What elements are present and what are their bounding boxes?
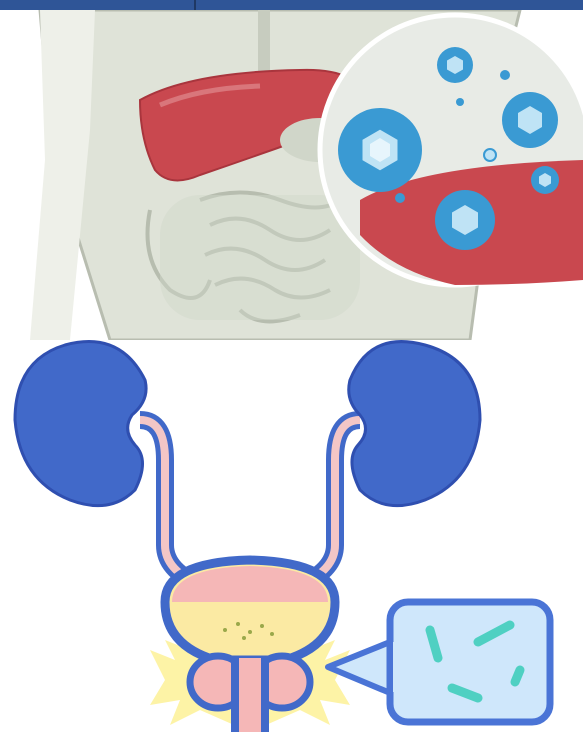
- top-frame-divider: [194, 0, 196, 10]
- bacteria-callout: [328, 602, 550, 722]
- virus-medium-right: [502, 92, 558, 148]
- virus-small-right: [531, 166, 559, 194]
- virus-in-tissue: [435, 190, 495, 250]
- intestine-fill: [160, 195, 360, 320]
- sternum: [258, 10, 270, 80]
- liver-virus-panel: [0, 10, 583, 340]
- bladder: [165, 560, 335, 660]
- virus-large: [338, 108, 422, 192]
- virus-small-top: [437, 47, 473, 83]
- urinary-bacteria-illustration: [0, 340, 583, 732]
- urinary-bacteria-panel: [0, 340, 583, 732]
- right-kidney: [349, 342, 480, 506]
- liver-virus-illustration: [0, 10, 583, 340]
- top-frame-bar: [0, 0, 583, 10]
- torso-shading-left: [30, 10, 95, 340]
- left-kidney: [15, 342, 146, 506]
